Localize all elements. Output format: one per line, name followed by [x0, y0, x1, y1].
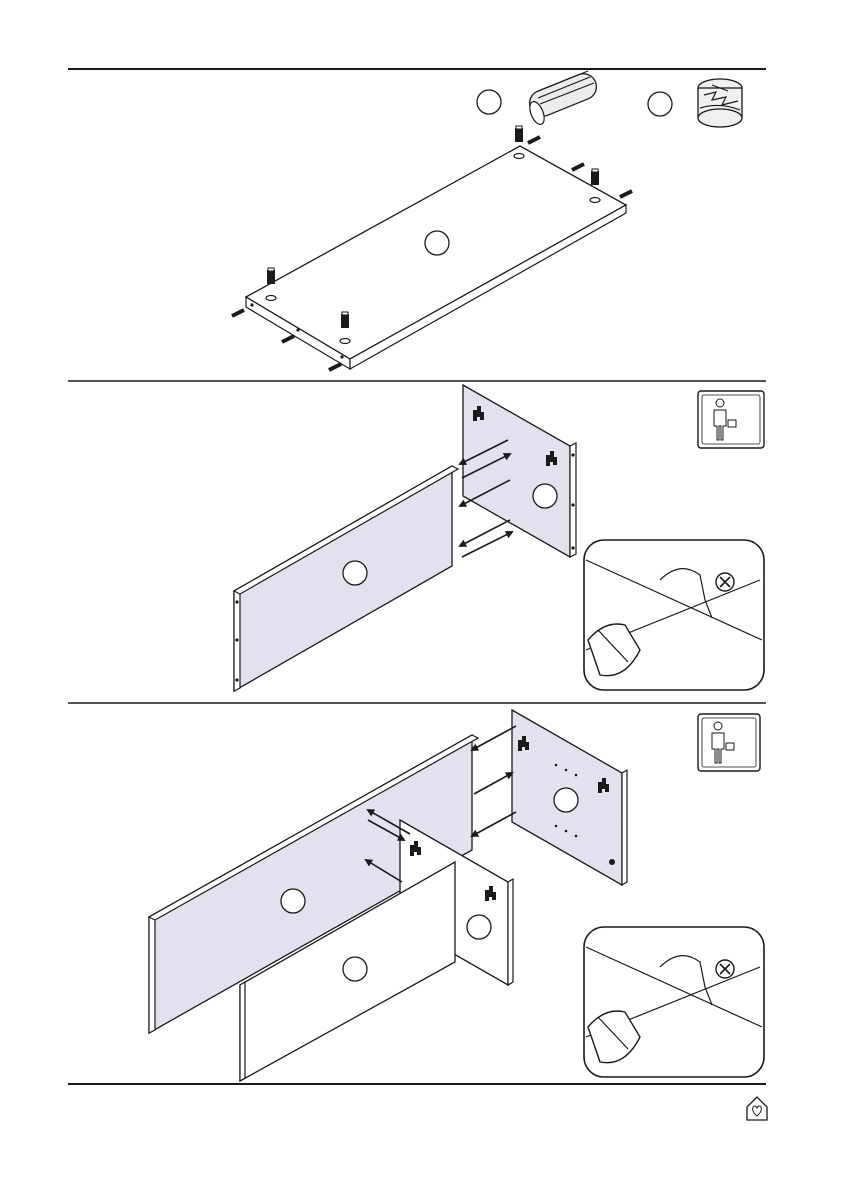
side-panel-edge — [622, 770, 627, 885]
part-callout-cam-lock — [648, 92, 672, 116]
house-heart-logo-icon — [747, 1097, 767, 1120]
screwdriver-detail-icon — [584, 927, 764, 1077]
step-1 — [232, 70, 742, 370]
part-callout-side-panel — [554, 788, 578, 812]
part-callout-back-panel — [343, 561, 367, 585]
part-callout-top-board — [425, 231, 449, 255]
side-panel-edge — [570, 443, 576, 557]
back-panel-edge — [149, 914, 155, 1033]
two-person-assembly-icon — [698, 714, 760, 771]
step-3 — [149, 710, 764, 1081]
divider-panel-edge — [508, 879, 513, 985]
part-callout-dowel — [477, 90, 501, 114]
step-2 — [234, 385, 764, 691]
cam-lock-icon — [698, 79, 742, 127]
screwdriver-detail-icon — [584, 540, 764, 690]
part-callout-side-panel — [533, 484, 557, 508]
part-callout-bottom-panel — [343, 957, 367, 981]
part-callout-divider-panel — [467, 915, 491, 939]
part-callout-back-panel — [281, 889, 305, 913]
two-person-assembly-icon — [698, 391, 764, 448]
bottom-panel-edge — [240, 982, 245, 1081]
wooden-dowel-icon — [526, 70, 601, 127]
